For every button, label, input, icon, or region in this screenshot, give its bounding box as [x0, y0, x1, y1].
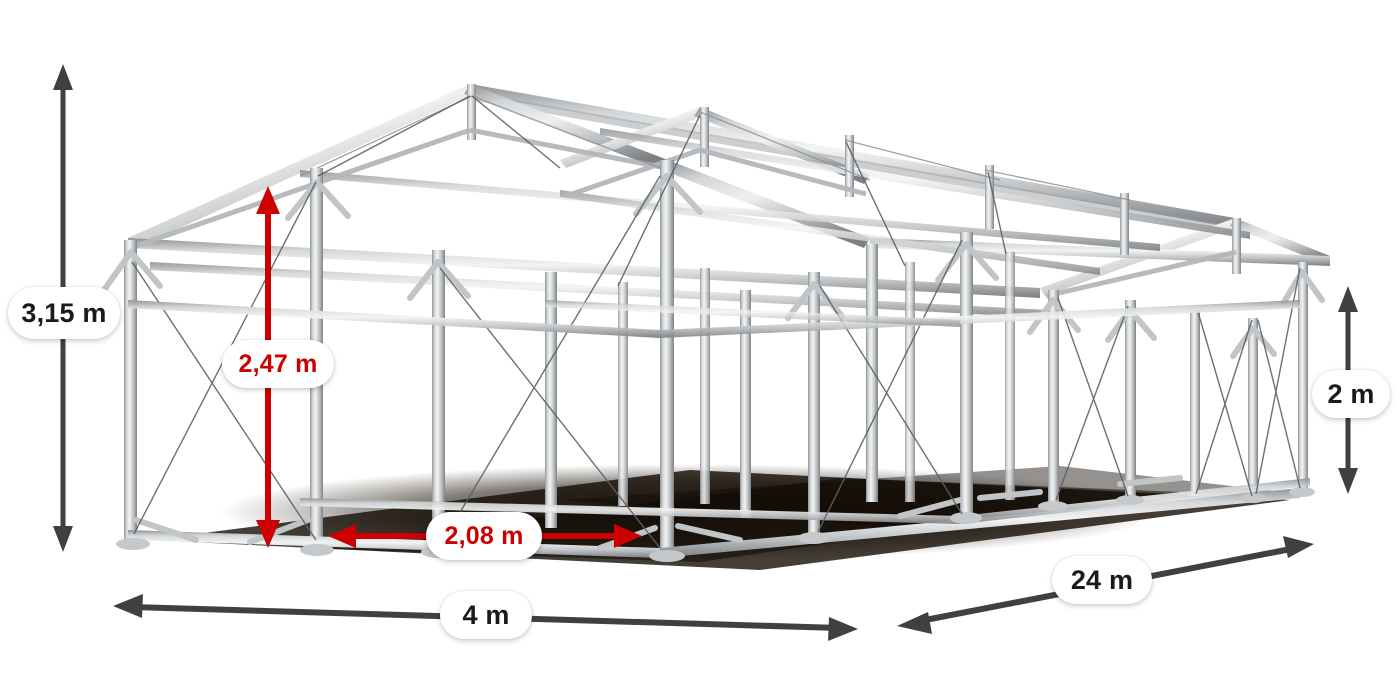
dimension-label-height-eave: 2,47 m	[222, 340, 334, 388]
dimension-label-length: 24 m	[1052, 556, 1152, 604]
dimension-label-height-side: 2 m	[1312, 370, 1390, 418]
side-rails	[128, 300, 1300, 338]
dimension-label-height-total: 3,15 m	[8, 287, 120, 339]
dimension-label-width: 4 m	[440, 591, 532, 639]
dimension-label-bay-spacing: 2,08 m	[426, 512, 542, 560]
frame-posts	[124, 160, 1308, 552]
roof-structure	[128, 84, 1330, 318]
